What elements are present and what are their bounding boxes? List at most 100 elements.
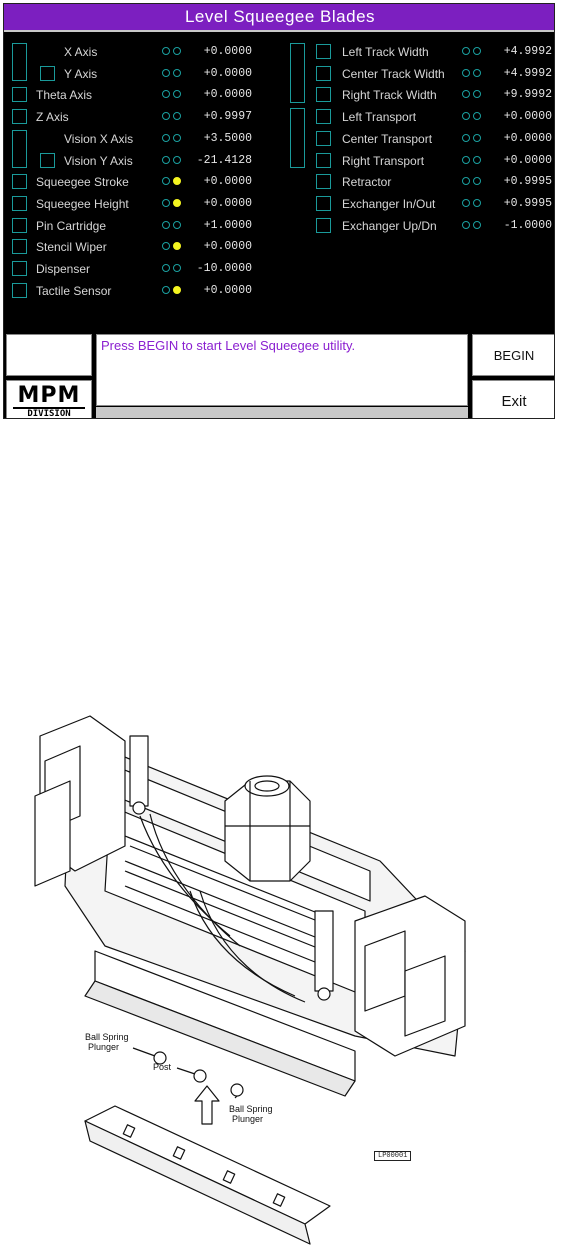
led-on-icon bbox=[173, 242, 181, 251]
status-bar bbox=[96, 407, 468, 418]
signal-indicator-box bbox=[12, 282, 27, 298]
led-off-icon bbox=[473, 198, 481, 207]
led-off-icon bbox=[473, 220, 481, 229]
signal-leds bbox=[162, 155, 184, 166]
callout-ball-spring-plunger-left-line2: Plunger bbox=[88, 1042, 119, 1052]
led-off-icon bbox=[162, 90, 170, 99]
signal-value: +0.0000 bbox=[203, 240, 252, 254]
led-off-icon bbox=[473, 47, 481, 55]
signal-leds bbox=[162, 264, 184, 274]
signal-indicator-box bbox=[316, 217, 331, 233]
squeegee-head-drawing: Ball Spring Plunger Post Ball Spring Plu… bbox=[34, 715, 466, 1245]
exit-button[interactable]: Exit bbox=[472, 380, 554, 418]
callout-post: Post bbox=[153, 1062, 172, 1072]
signal-label: Dispenser bbox=[36, 262, 91, 276]
blank-softkey[interactable] bbox=[6, 334, 92, 376]
signal-indicator-box bbox=[316, 87, 331, 103]
signal-label: Stencil Wiper bbox=[36, 240, 107, 255]
led-off-icon bbox=[462, 68, 470, 77]
led-off-icon bbox=[462, 198, 470, 207]
led-off-icon bbox=[473, 68, 481, 77]
signal-value: +0.0000 bbox=[203, 196, 252, 210]
signal-label: Vision Y Axis bbox=[64, 153, 133, 168]
signal-label: Left Track Width bbox=[342, 45, 429, 59]
led-off-icon bbox=[173, 264, 181, 272]
signal-indicator-box bbox=[316, 195, 331, 211]
signal-leds bbox=[462, 220, 484, 231]
led-off-icon bbox=[473, 112, 481, 121]
signal-row: Pin Cartridge+1.0000 bbox=[12, 217, 252, 237]
led-off-icon bbox=[162, 68, 170, 77]
signal-label: Left Transport bbox=[342, 110, 417, 125]
signal-indicator-box bbox=[12, 239, 27, 255]
led-off-icon bbox=[462, 133, 470, 142]
signal-value: +4.9992 bbox=[503, 45, 552, 58]
signal-indicator-box bbox=[316, 44, 331, 59]
signal-leds bbox=[162, 90, 184, 100]
led-off-icon bbox=[162, 47, 170, 55]
callout-ball-spring-plunger-right-line2: Plunger bbox=[232, 1114, 263, 1124]
begin-button[interactable]: BEGIN bbox=[472, 334, 554, 376]
signal-leds bbox=[462, 90, 484, 100]
signal-label: Squeegee Height bbox=[36, 196, 129, 211]
led-off-icon bbox=[162, 220, 170, 229]
instruction-message: Press BEGIN to start Level Squeegee util… bbox=[101, 338, 356, 353]
figure-reference-tag: LP00001 bbox=[374, 1151, 412, 1161]
signal-label: Exchanger Up/Dn bbox=[342, 218, 437, 233]
signal-row: Left Transport+0.0000 bbox=[290, 108, 552, 128]
signal-leds bbox=[162, 220, 184, 231]
signal-label: Right Transport bbox=[342, 153, 425, 168]
signal-value: +0.9997 bbox=[203, 110, 252, 124]
led-off-icon bbox=[462, 155, 470, 164]
led-off-icon bbox=[173, 90, 181, 99]
signal-value: +1.0000 bbox=[203, 218, 252, 232]
signal-row: Z Axis +0.9997 bbox=[12, 108, 252, 128]
signal-leds bbox=[462, 112, 484, 122]
signal-leds bbox=[162, 47, 184, 57]
signal-indicator-box bbox=[40, 65, 55, 81]
led-off-icon bbox=[462, 90, 470, 99]
signal-label: Theta Axis bbox=[36, 88, 93, 103]
signal-value: +0.0000 bbox=[203, 45, 252, 58]
signal-value: -21.4128 bbox=[196, 153, 252, 167]
group-bracket-box bbox=[290, 108, 305, 168]
led-off-icon bbox=[162, 177, 170, 186]
signal-indicator-box bbox=[316, 174, 331, 190]
led-off-icon bbox=[462, 112, 470, 121]
signal-row: Squeegee Height +0.0000 bbox=[12, 195, 252, 215]
led-off-icon bbox=[162, 133, 170, 142]
logo-subtext: DIVISION bbox=[27, 409, 71, 419]
signal-indicator-box bbox=[12, 217, 27, 233]
signal-row: Dispenser -10.0000 bbox=[12, 260, 252, 280]
signal-leds bbox=[162, 198, 184, 209]
signal-row: Tactile Sensor+0.0000 bbox=[12, 282, 252, 302]
signal-row: Left Track Width +4.9992 bbox=[290, 43, 552, 63]
squeegee-head-illustration: Ball Spring Plunger Post Ball Spring Plu… bbox=[25, 696, 525, 1248]
signal-value: +0.9995 bbox=[503, 175, 552, 189]
signal-value: -10.0000 bbox=[196, 262, 252, 275]
led-on-icon bbox=[173, 198, 181, 207]
signal-label: Z Axis bbox=[36, 110, 69, 125]
led-off-icon bbox=[173, 112, 181, 121]
group-bracket-box bbox=[12, 43, 27, 81]
signal-label: Center Transport bbox=[342, 131, 433, 146]
signal-label: Y Axis bbox=[64, 66, 98, 81]
signal-value: +4.9992 bbox=[503, 66, 552, 80]
signal-label: Center Track Width bbox=[342, 66, 445, 81]
led-off-icon bbox=[473, 177, 481, 186]
signal-indicator-box bbox=[12, 174, 27, 190]
led-on-icon bbox=[173, 285, 181, 294]
signal-value: +0.0000 bbox=[203, 175, 252, 189]
led-off-icon bbox=[173, 220, 181, 229]
signal-leds bbox=[462, 68, 484, 79]
led-off-icon bbox=[162, 155, 170, 164]
signal-leds bbox=[162, 133, 184, 144]
led-off-icon bbox=[162, 198, 170, 207]
signal-value: +9.9992 bbox=[503, 88, 552, 102]
signal-value: +0.0000 bbox=[203, 66, 252, 80]
signal-row: Right Transport+0.0000 bbox=[290, 152, 552, 172]
signal-leds bbox=[162, 68, 184, 79]
signal-label: Exchanger In/Out bbox=[342, 196, 436, 211]
logo-text: MPM bbox=[17, 383, 81, 408]
signal-row: Vision Y Axis -21.4128 bbox=[12, 152, 252, 172]
